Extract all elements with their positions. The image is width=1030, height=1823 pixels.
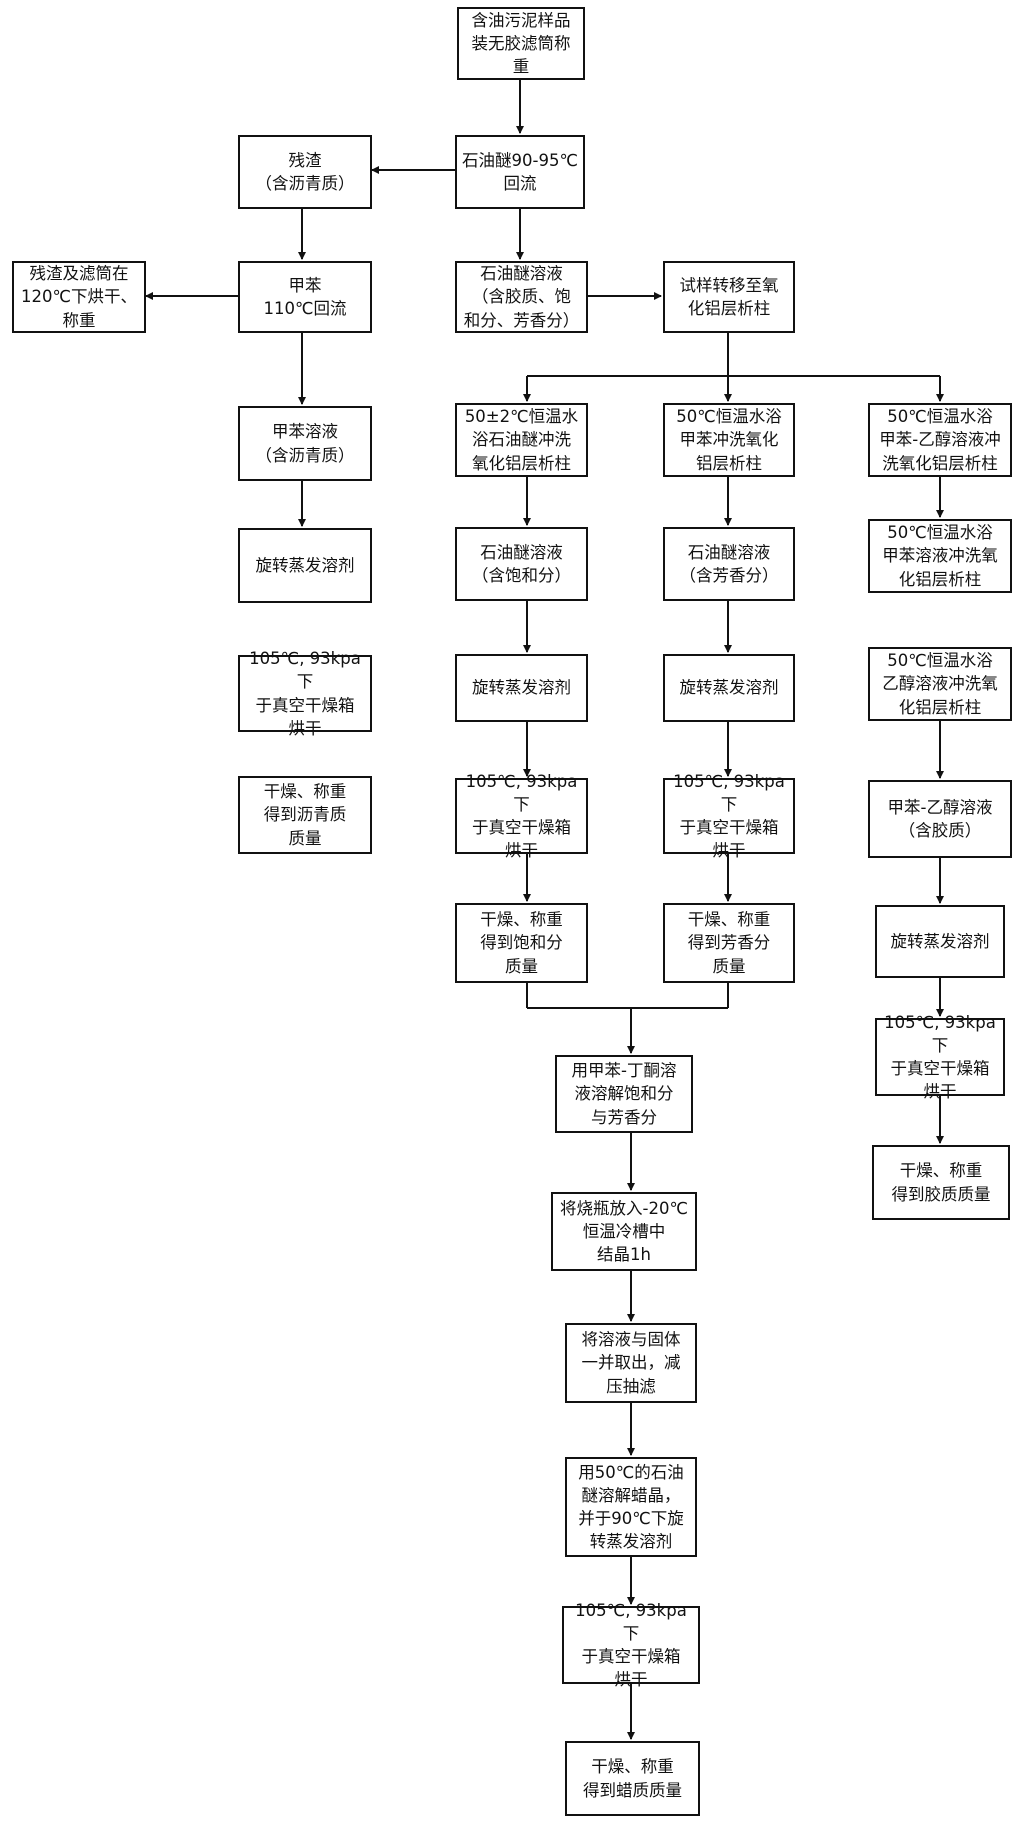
step-dry-wax: 105℃, 93kpa下 于真空干燥箱 烘干 [562,1601,700,1689]
step-wash-toluene-ethanol: 50℃恒温水浴 甲苯-乙醇溶液冲 洗氧化铝层析柱 [868,403,1012,477]
step-toluene-reflux: 甲苯 110℃回流 [238,261,372,333]
step-dry-asphaltene: 105℃, 93kpa下 于真空干燥箱 烘干 [238,649,372,738]
step-wash-ethanol-solution: 50℃恒温水浴 乙醇溶液冲洗氧 化铝层析柱 [868,647,1012,721]
step-petroleum-ether-solution: 石油醚溶液 （含胶质、饱 和分、芳香分） [455,261,588,333]
step-dissolve-toluene-butanone: 用甲苯-丁酮溶 液溶解饱和分 与芳香分 [555,1055,693,1133]
step-transfer-to-column: 试样转移至氧 化铝层析柱 [663,261,795,333]
step-wash-petroleum-ether: 50±2℃恒温水 浴石油醚冲洗 氧化铝层析柱 [455,403,588,477]
step-aromatics-solution: 石油醚溶液 （含芳香分） [663,527,795,601]
step-redissolve-wax: 用50℃的石油 醚溶解蜡晶， 并于90℃下旋 转蒸发溶剂 [565,1457,697,1557]
step-weigh-resins: 干燥、称重 得到胶质质量 [872,1145,1010,1220]
step-saturates-solution: 石油醚溶液 （含饱和分） [455,527,588,601]
step-rotavap-aromatics: 旋转蒸发溶剂 [663,654,795,722]
step-dry-saturates: 105℃, 93kpa下 于真空干燥箱 烘干 [455,772,588,860]
step-toluene-ethanol-solution: 甲苯-乙醇溶液 （含胶质） [868,780,1012,858]
step-weigh-asphaltene: 干燥、称重 得到沥青质 质量 [238,776,372,854]
step-residue: 残渣 （含沥青质） [238,135,372,209]
step-sample-weighing: 含油污泥样品 装无胶滤筒称 重 [457,7,585,80]
step-wash-toluene-solution: 50℃恒温水浴 甲苯溶液冲洗氧 化铝层析柱 [868,519,1012,593]
step-wash-toluene: 50℃恒温水浴 甲苯冲洗氧化 铝层析柱 [663,403,795,477]
step-rotavap-saturates: 旋转蒸发溶剂 [455,654,588,722]
step-vacuum-filter: 将溶液与固体 一并取出，减 压抽滤 [565,1323,697,1403]
step-dry-aromatics: 105℃, 93kpa下 于真空干燥箱 烘干 [663,772,795,860]
step-weigh-aromatics: 干燥、称重 得到芳香分 质量 [663,903,795,983]
step-freeze-crystallize: 将烧瓶放入-20℃ 恒温冷槽中 结晶1h [551,1192,697,1271]
step-rotavap-asphaltene: 旋转蒸发溶剂 [238,528,372,603]
step-petroleum-ether-reflux: 石油醚90-95℃ 回流 [455,135,585,209]
step-weigh-wax: 干燥、称重 得到蜡质质量 [565,1741,700,1816]
step-toluene-solution: 甲苯溶液 （含沥青质） [238,406,372,481]
step-residue-drying: 残渣及滤筒在 120℃下烘干、 称重 [12,261,146,333]
step-weigh-saturates: 干燥、称重 得到饱和分 质量 [455,903,588,983]
step-dry-resins: 105℃, 93kpa下 于真空干燥箱 烘干 [875,1013,1005,1101]
step-rotavap-resins: 旋转蒸发溶剂 [875,905,1005,978]
